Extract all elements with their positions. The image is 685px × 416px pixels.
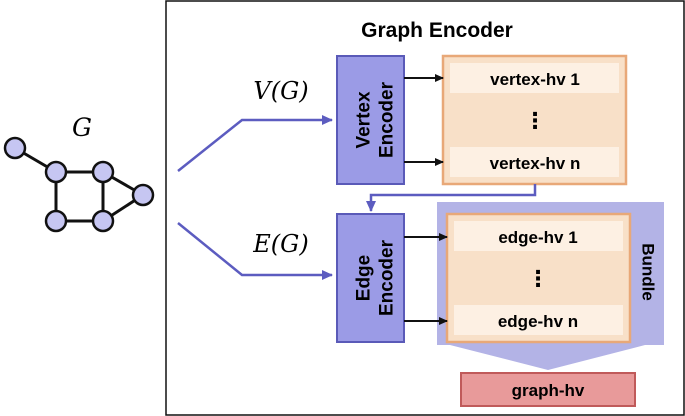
edge-branch-arrow [177, 222, 333, 280]
vertex-hv-ellipsis: ⋮ [524, 108, 546, 133]
vertex-hv-last: vertex-hv n [490, 154, 581, 173]
edge-hv-row [454, 221, 623, 251]
graph-encoder-frame [165, 0, 685, 416]
graph-node [3, 136, 27, 160]
graph-label: G [72, 113, 92, 142]
graph-node [44, 209, 68, 233]
edge-encoder: Edge Encoder [336, 213, 405, 343]
input-graph: G [3, 113, 155, 233]
vertex-hv-row [450, 63, 619, 93]
graph-edges [14, 146, 144, 223]
vertex-set-label: V(G) [253, 77, 308, 105]
graph-hv-box [460, 372, 636, 407]
graph-encoder-title: Graph Encoder [361, 19, 513, 42]
graph-hv-output: graph-hv [460, 372, 636, 407]
edge-hv-ellipsis: ⋮ [527, 266, 549, 291]
vertex-to-edge-arrow [366, 184, 537, 212]
graph-node [44, 160, 68, 184]
edge-hv-panel: edge-hv 1 ⋮ edge-hv n [445, 212, 632, 344]
edge-set-label: E(G) [252, 230, 308, 258]
edge-hv-first: edge-hv 1 [498, 228, 577, 247]
vertex-hv-panel: vertex-hv 1 ⋮ vertex-hv n [441, 54, 628, 186]
vertex-encoder-label-1: Vertex [354, 91, 375, 148]
vertex-encoder: Vertex Encoder [336, 55, 405, 185]
edge-hv-last: edge-hv n [498, 312, 578, 331]
graph-node [91, 209, 115, 233]
bundle-label: Bundle [639, 243, 658, 301]
vertex-encoder-box [336, 55, 405, 185]
edge-encoder-box [336, 213, 405, 343]
graph-node [91, 160, 115, 184]
vertex-hv-row [450, 147, 619, 177]
edge-encoder-label-2: Encoder [377, 239, 398, 316]
vertex-branch-arrow [177, 115, 333, 172]
vertex-encoder-label-2: Encoder [377, 81, 398, 158]
split-arrows: V(G) E(G) [177, 77, 333, 280]
graph-nodes [3, 136, 155, 233]
graph-hv-label: graph-hv [512, 381, 585, 400]
edge-encoder-label-1: Edge [354, 255, 375, 301]
edge-hv-row [454, 305, 623, 335]
vertex-hv-first: vertex-hv 1 [490, 70, 580, 89]
graph-node [131, 183, 155, 207]
